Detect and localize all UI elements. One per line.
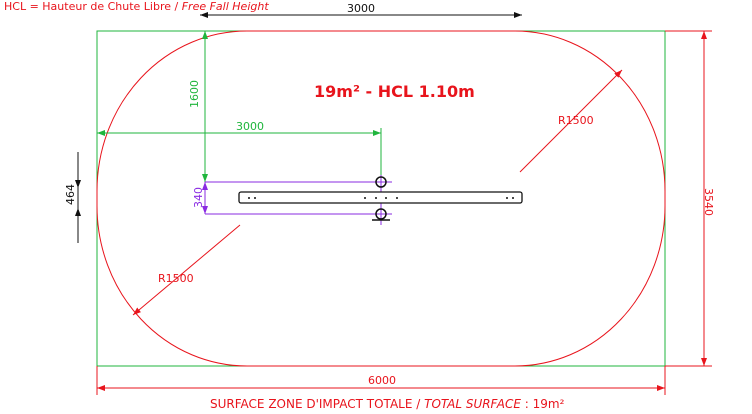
legend: HCL = Hauteur de Chute Libre / Free Fall… <box>4 0 269 13</box>
impact-zone-outline <box>96 30 666 367</box>
radius-top-label: R1500 <box>558 114 594 127</box>
green-horizontal-label: 3000 <box>236 120 264 133</box>
radius-leader-bottom <box>132 224 241 316</box>
bottom-dimension-label: 6000 <box>368 374 396 387</box>
title: 19m² - HCL 1.10m <box>314 82 475 101</box>
seesaw-beam <box>238 176 523 221</box>
green-vertical-label: 1600 <box>188 80 201 108</box>
caption-italic: TOTAL SURFACE <box>424 397 521 411</box>
radius-bottom-label: R1500 <box>158 272 194 285</box>
legend-italic: Free Fall Height <box>181 0 269 13</box>
top-dimension-label: 3000 <box>347 2 375 15</box>
caption-text: SURFACE ZONE D'IMPACT TOTALE / <box>210 397 425 411</box>
caption-suffix: : 19m² <box>520 397 565 411</box>
caption: SURFACE ZONE D'IMPACT TOTALE / TOTAL SUR… <box>210 397 564 411</box>
right-dimension-label: 3540 <box>702 188 715 216</box>
radius-leader-top <box>519 69 623 173</box>
left-dimension-label: 464 <box>64 184 77 205</box>
legend-text: HCL = Hauteur de Chute Libre / <box>4 0 182 13</box>
purple-label: 340 <box>192 187 205 208</box>
